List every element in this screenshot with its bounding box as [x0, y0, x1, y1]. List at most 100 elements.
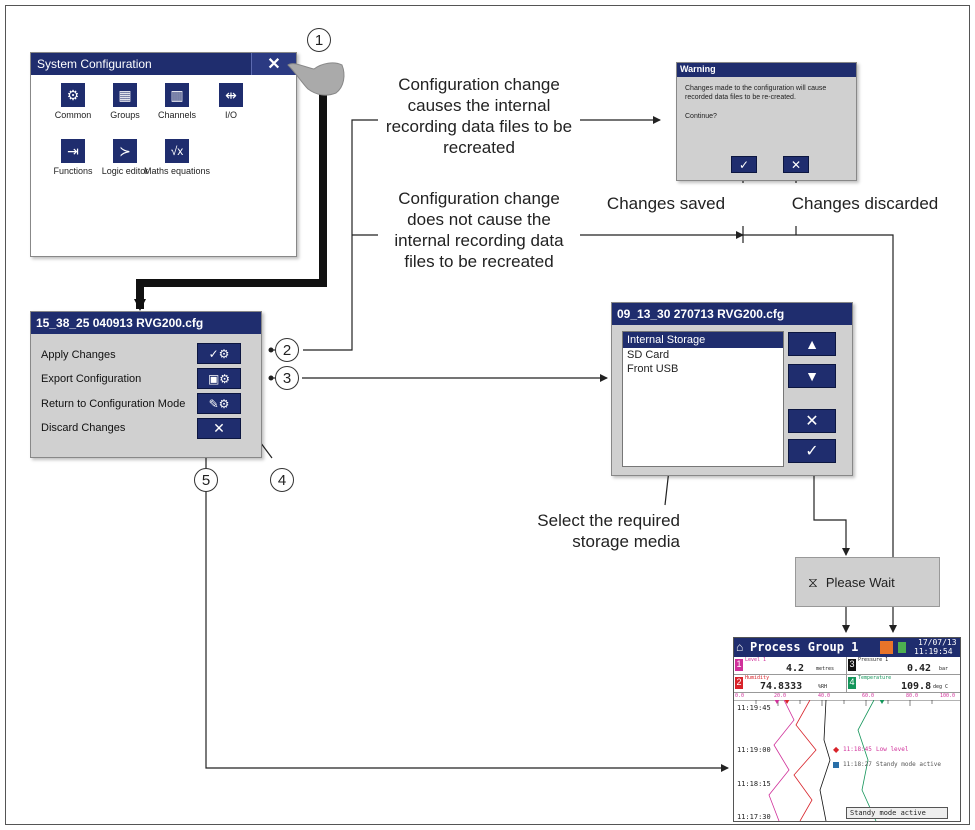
storage-to-wait: [813, 458, 850, 556]
level-marker-icon: [774, 700, 780, 704]
io-label: I/O: [224, 110, 237, 120]
close-icon: ✕: [213, 420, 225, 436]
functions-item[interactable]: ⇥ Functions: [38, 139, 108, 176]
storage-option-sd[interactable]: SD Card: [627, 349, 670, 361]
callout-1: 1: [307, 28, 331, 52]
channel-1-num: 1: [735, 659, 743, 671]
storage-option-internal[interactable]: Internal Storage: [623, 332, 783, 348]
alarm-event-icon: ◆: [833, 745, 840, 754]
warning-dialog: Warning Changes made to the configuratio…: [676, 62, 857, 181]
level-trace: [768, 700, 795, 821]
sqrt-icon: √x: [165, 139, 189, 163]
check-icon: ✓: [738, 157, 750, 172]
callout-3: 3: [275, 366, 299, 390]
channel-2-unit: %RH: [818, 684, 828, 690]
note-changes-discarded: Changes discarded: [791, 194, 939, 213]
apply-changes-button[interactable]: ✓⚙: [197, 343, 241, 364]
channel-1-unit: metres: [816, 666, 835, 672]
common-item[interactable]: ⚙Common: [38, 83, 108, 120]
discard-changes-label: Discard Changes: [41, 422, 126, 434]
functions-icon: ⇥: [61, 139, 85, 163]
maths-label: Maths equations: [143, 166, 211, 176]
triangle-down-icon: ▼: [805, 368, 819, 384]
functions-label: Functions: [53, 166, 93, 176]
storage-option-usb[interactable]: Front USB: [627, 363, 679, 375]
groups-label: Groups: [110, 110, 140, 120]
humidity-marker-icon: [784, 700, 790, 704]
header-date: 17/07/13: [918, 638, 957, 647]
warning-cancel-button[interactable]: ✕: [783, 156, 809, 173]
channel-1-panel: 1 Level 1 4.2 metres: [734, 657, 847, 675]
channel-2-num: 2: [735, 677, 743, 689]
please-wait-label: Please Wait: [825, 574, 895, 590]
channel-3-num: 3: [848, 659, 856, 671]
triangle-up-icon: ▲: [805, 336, 819, 352]
alarm-icon[interactable]: [880, 641, 893, 654]
logic-icon: ≻: [113, 139, 137, 163]
event-1-time: 11:18:45: [843, 746, 872, 753]
warning-confirm-button[interactable]: ✓: [731, 156, 757, 173]
temperature-trace: [857, 700, 877, 821]
channel-2-panel: 2 Humidity 74.8333 %RH: [734, 675, 847, 693]
home-icon[interactable]: ⌂: [736, 640, 744, 654]
groups-item[interactable]: ▦Groups: [90, 83, 160, 120]
scale-0: 0.0: [735, 693, 745, 699]
system-config-window: System Configuration ✕ ⚙Common ▦Groups ▥…: [30, 52, 297, 257]
channel-4-value: 109.8: [901, 681, 932, 692]
callout-4: 4: [270, 468, 294, 492]
common-label: Common: [54, 110, 92, 120]
storage-confirm-button[interactable]: ✓: [788, 439, 836, 463]
note-changes-saved: Changes saved: [606, 194, 726, 213]
scroll-down-button[interactable]: ▼: [788, 364, 836, 388]
discard-arrow: [205, 462, 729, 772]
close-button[interactable]: ✕: [251, 53, 296, 75]
pressure-trace: [819, 700, 831, 821]
config-menu-titlebar: 15_38_25 040913 RVG200.cfg: [31, 312, 261, 334]
channel-3-panel: 3 Pressure 1 0.42 bar: [847, 657, 960, 675]
channel-3-unit: bar: [939, 666, 949, 672]
time-2: 11:19:00: [737, 746, 771, 754]
apply-changes-label: Apply Changes: [41, 349, 116, 361]
save-gear-icon: ▣⚙: [207, 371, 231, 386]
warning-question: Continue?: [685, 113, 717, 120]
scroll-up-button[interactable]: ▲: [788, 332, 836, 356]
temperature-marker-icon: [879, 700, 885, 704]
check-icon: ✓: [805, 443, 819, 460]
scale-40: 40.0: [818, 693, 831, 699]
storage-dialog: 09_13_30 270713 RVG200.cfg Internal Stor…: [611, 302, 853, 476]
channel-4-panel: 4 Temperature 109.8 deg C: [847, 675, 960, 693]
close-icon: ✕: [805, 413, 819, 430]
event-1-text: Low level: [876, 746, 909, 753]
storage-list: Internal Storage SD Card Front USB: [622, 331, 784, 467]
time-3: 11:18:15: [737, 780, 771, 788]
channels-item[interactable]: ▥Channels: [142, 83, 212, 120]
system-config-titlebar: System Configuration ✕: [31, 53, 296, 75]
scale-20: 20.0: [774, 693, 787, 699]
discard-changes-button[interactable]: ✕: [197, 418, 241, 439]
return-config-button[interactable]: ✎⚙: [197, 393, 241, 414]
logic-editor-item[interactable]: ≻Logic editor: [90, 139, 160, 176]
time-4: 11:17:30: [737, 813, 771, 821]
time-1: 11:19:45: [737, 704, 771, 712]
storage-titlebar: 09_13_30 270713 RVG200.cfg: [612, 303, 852, 325]
callout-2: 2: [275, 338, 299, 362]
event-marker-icon: [833, 762, 839, 768]
event-2-time: 11:18:27: [843, 761, 872, 768]
pencil-gear-icon: ✎⚙: [208, 396, 230, 411]
export-config-label: Export Configuration: [41, 373, 142, 385]
channel-4-unit: deg C: [933, 684, 949, 690]
storage-cancel-button[interactable]: ✕: [788, 409, 836, 433]
export-config-button[interactable]: ▣⚙: [197, 368, 241, 389]
channel-1-name: Level 1: [745, 657, 767, 663]
config-menu-window: 15_38_25 040913 RVG200.cfg Apply Changes…: [30, 311, 262, 458]
channel-2-value: 74.8333: [760, 681, 803, 692]
check-gear-icon: ✓⚙: [208, 346, 230, 361]
process-title: Process Group 1: [750, 640, 859, 654]
channel-3-value: 0.42: [907, 663, 932, 674]
system-config-title: System Configuration: [37, 57, 152, 71]
io-item[interactable]: ⇹I/O: [196, 83, 266, 120]
storage-title: 09_13_30 270713 RVG200.cfg: [617, 307, 785, 321]
note-select-media: Select the required storage media: [537, 511, 680, 551]
header-time: 11:19:54: [914, 647, 953, 656]
